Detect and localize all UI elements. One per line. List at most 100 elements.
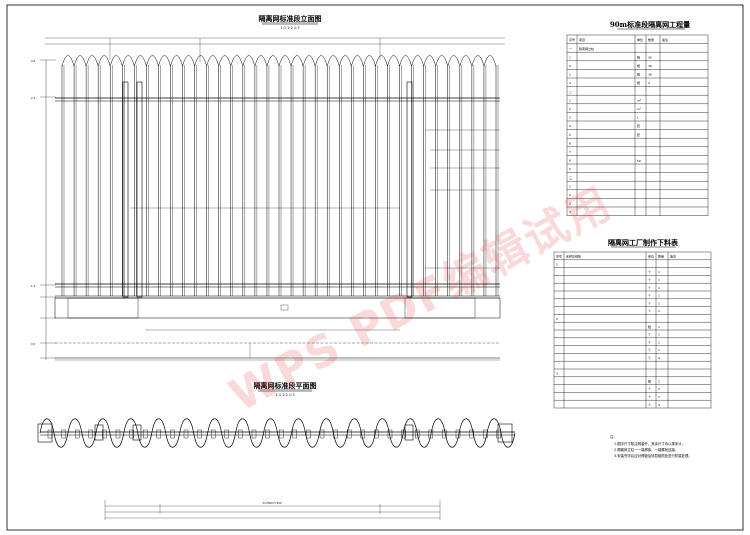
spear-arc (351, 55, 364, 67)
table-header-cell: 数量 (648, 37, 654, 42)
plan-picket (170, 429, 175, 439)
note-1: 1.图中尺寸除注明者外，其余尺寸均以毫米计。 (614, 441, 685, 446)
plan-picket (210, 429, 216, 439)
table-cell: 1 (658, 278, 660, 282)
table-cell: 4 (648, 81, 650, 85)
table-cell: 个 (648, 294, 651, 298)
spear-arc (122, 55, 135, 67)
plan-picket (47, 429, 53, 439)
spear-arc (182, 55, 195, 67)
spear-arc (134, 55, 147, 67)
table-cell: 个 (648, 387, 651, 391)
table-header-cell: 备注 (670, 254, 676, 259)
plan-picket (183, 429, 189, 439)
table-cell: 1 (658, 270, 660, 274)
table-cell: 1 (569, 55, 571, 59)
spear-arc (97, 55, 111, 67)
plan-picket (129, 429, 134, 439)
table-cell: 1 (658, 294, 660, 298)
table-cell: 1 (569, 184, 571, 188)
spear-arc (411, 55, 424, 67)
table-cell: 2 (569, 64, 571, 68)
note-2: 2.隔离网立柱一一端焊接，一端螺栓连接。 (614, 447, 678, 452)
table-cell: 套 (637, 132, 640, 137)
table-cell: 三 (569, 176, 572, 180)
table-cell: 2 (569, 107, 571, 111)
spear-arc (206, 55, 219, 67)
plan-picket (415, 429, 420, 439)
spear-arc (170, 55, 183, 67)
table-header-cell: 项目 (579, 38, 585, 42)
spear-arc (459, 55, 473, 67)
table-cell: 个 (648, 340, 651, 344)
elevation-scale: 1:1 1:2 1:3 (280, 26, 299, 30)
notes-block: 注： 1.图中尺寸除注明者外，其余尺寸均以毫米计。 2.隔离网立柱一一端焊接，一… (610, 434, 692, 458)
table-cell: t (637, 116, 639, 120)
table-cell: 根 (637, 54, 640, 59)
table-cell: 1 (556, 262, 558, 266)
plan-picket (142, 429, 148, 439)
table-header-cell: 序号 (556, 254, 562, 259)
table-header-cell: 名称及规格 (566, 254, 581, 259)
elevation-view: 隔离网标准段立面图 1:1 1:2 1:3 2.8 2.2 1.3 0.5 (31, 14, 505, 361)
plan-picket (265, 429, 270, 439)
table-cell: 个 (648, 348, 651, 352)
table-cell: 4 (569, 210, 571, 214)
plan-picket (401, 429, 406, 439)
table-cell: 2 (569, 193, 571, 197)
table-cell: 7 (569, 150, 571, 154)
dim-left-2: 2.2 (31, 96, 35, 100)
plan-picket (197, 429, 202, 439)
spear-arc (302, 55, 316, 67)
spear-arc (158, 55, 171, 67)
spear-arc (85, 55, 99, 67)
table-cell: 个 (648, 403, 651, 407)
table-header-cell: 单位 (637, 37, 643, 42)
table-cell: m² (637, 107, 642, 111)
plan-picket (102, 429, 107, 439)
note-3: 3.安装完毕后应对焊缝及锌层破损处进行防腐处理。 (614, 453, 692, 458)
plan-picket (61, 429, 66, 439)
table-cell: 36 (648, 73, 652, 77)
plan-picket (496, 429, 501, 439)
table-cell: 2 (658, 379, 660, 383)
table-cell: 4 (658, 403, 660, 407)
post-left (122, 81, 129, 298)
spear-arc (254, 55, 268, 67)
plan-picket (224, 429, 230, 439)
spear-arc (363, 55, 376, 67)
table-cell: 根 (637, 72, 640, 77)
plan-picket (115, 429, 121, 439)
dim-left-1: 2.8 (31, 59, 35, 63)
table-cell: 2 (658, 387, 660, 391)
spear-arc (339, 55, 352, 67)
table-cell: 3 (569, 202, 571, 206)
table-cell: 个 (648, 309, 651, 313)
plan-scale: 1:1 1:2 1:3 (275, 393, 294, 397)
table-cell: 4 (569, 81, 571, 85)
spear-arc (423, 55, 436, 67)
table-cell: 个 (648, 333, 651, 337)
plan-picket (455, 429, 461, 439)
table-cell: 4 (569, 124, 571, 128)
plan-picket (483, 429, 488, 439)
cut-table-title: 隔离网工厂制作下料表 (608, 238, 679, 247)
plan-picket (428, 429, 433, 439)
spear-arc (290, 55, 304, 67)
plan-picket (442, 429, 447, 439)
plan-view: 隔离网标准段平面图 1:1 1:2 1:3 3×2500=7500 (37, 381, 516, 520)
notes-title: 注： (610, 434, 617, 439)
plan-picket (469, 429, 474, 439)
watermark: WPS PDF编辑试用 (222, 178, 621, 422)
spear-arc (435, 55, 449, 67)
spear-arc (266, 55, 280, 67)
spear-arc (447, 55, 461, 67)
table-cell: m³ (637, 98, 642, 102)
spear-arc (230, 55, 244, 67)
table-cell: 1 (658, 325, 660, 329)
table-cell: 根 (637, 63, 640, 68)
spear-arc (375, 55, 388, 67)
table-cell: 个 (648, 356, 651, 360)
table-cell: 6 (569, 141, 571, 145)
table-cell: 36 (648, 55, 652, 59)
